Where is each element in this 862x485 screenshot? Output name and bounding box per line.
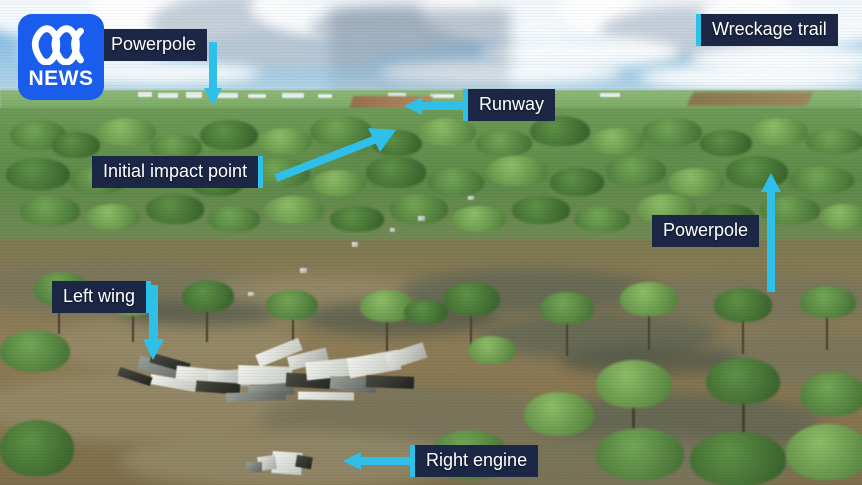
annotation-label-right-engine: Right engine [410,445,539,477]
arrow-left-runway [404,96,468,116]
cleared-ground [686,92,814,106]
abc-news-logo: NEWS [18,14,104,100]
arrow-left-right-engine [343,451,413,471]
annotation-label-initial-impact-point: Initial impact point [92,156,264,188]
annotation-label-powerpole-right: Powerpole [652,215,760,247]
arrow-up-right-initial-impact [272,126,402,182]
annotation-label-wreckage-trail: Wreckage trail [696,14,838,46]
abc-lissajous-icon [31,25,84,65]
annotation-label-runway: Runway [463,89,556,121]
abc-news-wordmark: NEWS [28,67,94,90]
arrow-up-powerpole-right [760,172,782,292]
annotation-label-left-wing: Left wing [52,281,152,313]
arrow-down-left-wing [143,285,165,361]
arrow-down-powerpole-left [203,42,223,108]
annotation-label-powerpole-left: Powerpole [100,29,208,61]
